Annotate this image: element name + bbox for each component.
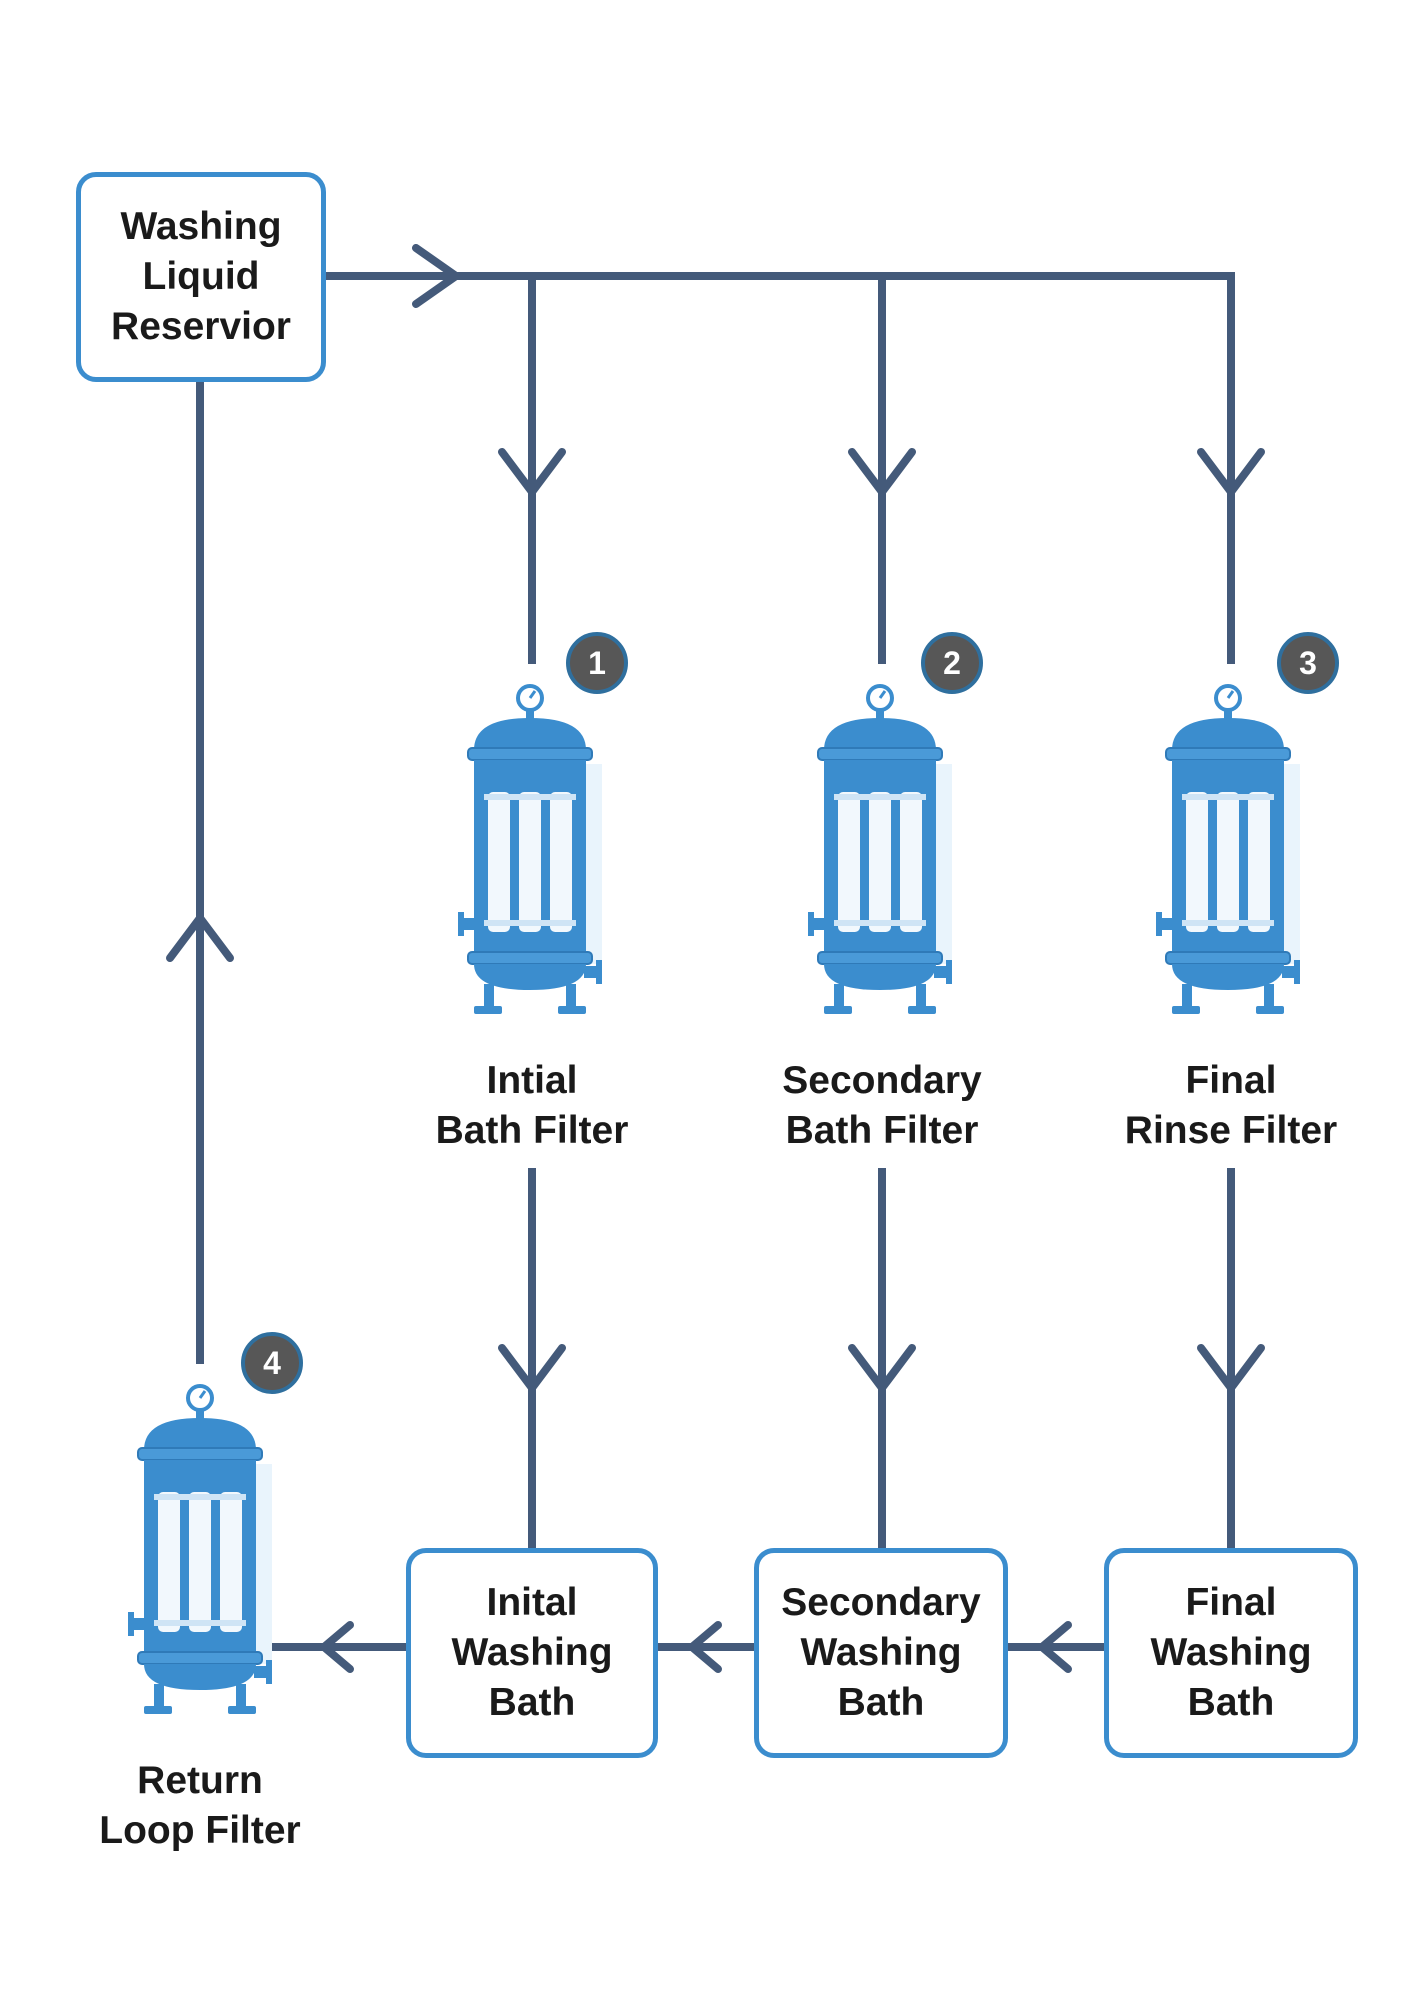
arrow-down-1 <box>498 448 566 496</box>
reservoir-line-3: Reservior <box>111 305 291 348</box>
filter-label-line: Secondary <box>782 1059 982 1102</box>
filter-icon <box>126 1384 274 1716</box>
bath-line: Bath <box>837 1681 925 1724</box>
filter-label-line: Return <box>137 1759 263 1802</box>
reservoir-line-2: Liquid <box>142 255 260 298</box>
bath-line: Inital <box>486 1581 578 1624</box>
filter-label-line: Bath Filter <box>785 1109 979 1152</box>
initial-washing-bath: Inital Washing Bath <box>406 1548 658 1758</box>
arrow-down-2 <box>848 448 916 496</box>
filter-icon <box>806 684 954 1016</box>
secondary-bath-filter-label: Secondary Bath Filter <box>762 1056 1002 1156</box>
bath-line: Secondary <box>781 1581 981 1624</box>
pipes <box>196 272 1235 1651</box>
filter-label-line: Loop Filter <box>99 1809 301 1852</box>
arrow-left-3 <box>320 1621 354 1673</box>
arrow-up-return <box>166 914 234 962</box>
final-washing-bath: Final Washing Bath <box>1104 1548 1358 1758</box>
arrow-left-1 <box>1038 1621 1072 1673</box>
initial-bath-filter-label: Intial Bath Filter <box>412 1056 652 1156</box>
arrow-left-2 <box>688 1621 722 1673</box>
step-badge-2: 2 <box>921 632 983 694</box>
arrow-right-header <box>412 244 460 308</box>
step-badge-3: 3 <box>1277 632 1339 694</box>
arrow-down-6 <box>1197 1344 1265 1392</box>
filter-icon <box>1154 684 1302 1016</box>
filter-icon <box>456 684 604 1016</box>
filter-label-line: Bath Filter <box>435 1109 629 1152</box>
bath-line: Final <box>1185 1581 1277 1624</box>
bath-line: Washing <box>451 1631 613 1674</box>
secondary-washing-bath: Secondary Washing Bath <box>754 1548 1008 1758</box>
bath-line: Bath <box>488 1681 576 1724</box>
filter-label-line: Intial <box>486 1059 578 1102</box>
arrows <box>166 244 1265 1673</box>
filter-label-line: Final <box>1185 1059 1277 1102</box>
step-badge-1: 1 <box>566 632 628 694</box>
arrow-down-4 <box>498 1344 566 1392</box>
arrow-down-3 <box>1197 448 1265 496</box>
return-loop-filter-label: Return Loop Filter <box>80 1756 320 1856</box>
washing-liquid-reservoir: Washing Liquid Reservior <box>76 172 326 382</box>
step-badge-4: 4 <box>241 1332 303 1394</box>
reservoir-line-1: Washing <box>120 205 282 248</box>
filter-label-line: Rinse Filter <box>1124 1109 1338 1152</box>
final-rinse-filter-label: Final Rinse Filter <box>1106 1056 1356 1156</box>
bath-line: Washing <box>1150 1631 1312 1674</box>
arrow-down-5 <box>848 1344 916 1392</box>
bath-line: Washing <box>800 1631 962 1674</box>
bath-line: Bath <box>1187 1681 1275 1724</box>
